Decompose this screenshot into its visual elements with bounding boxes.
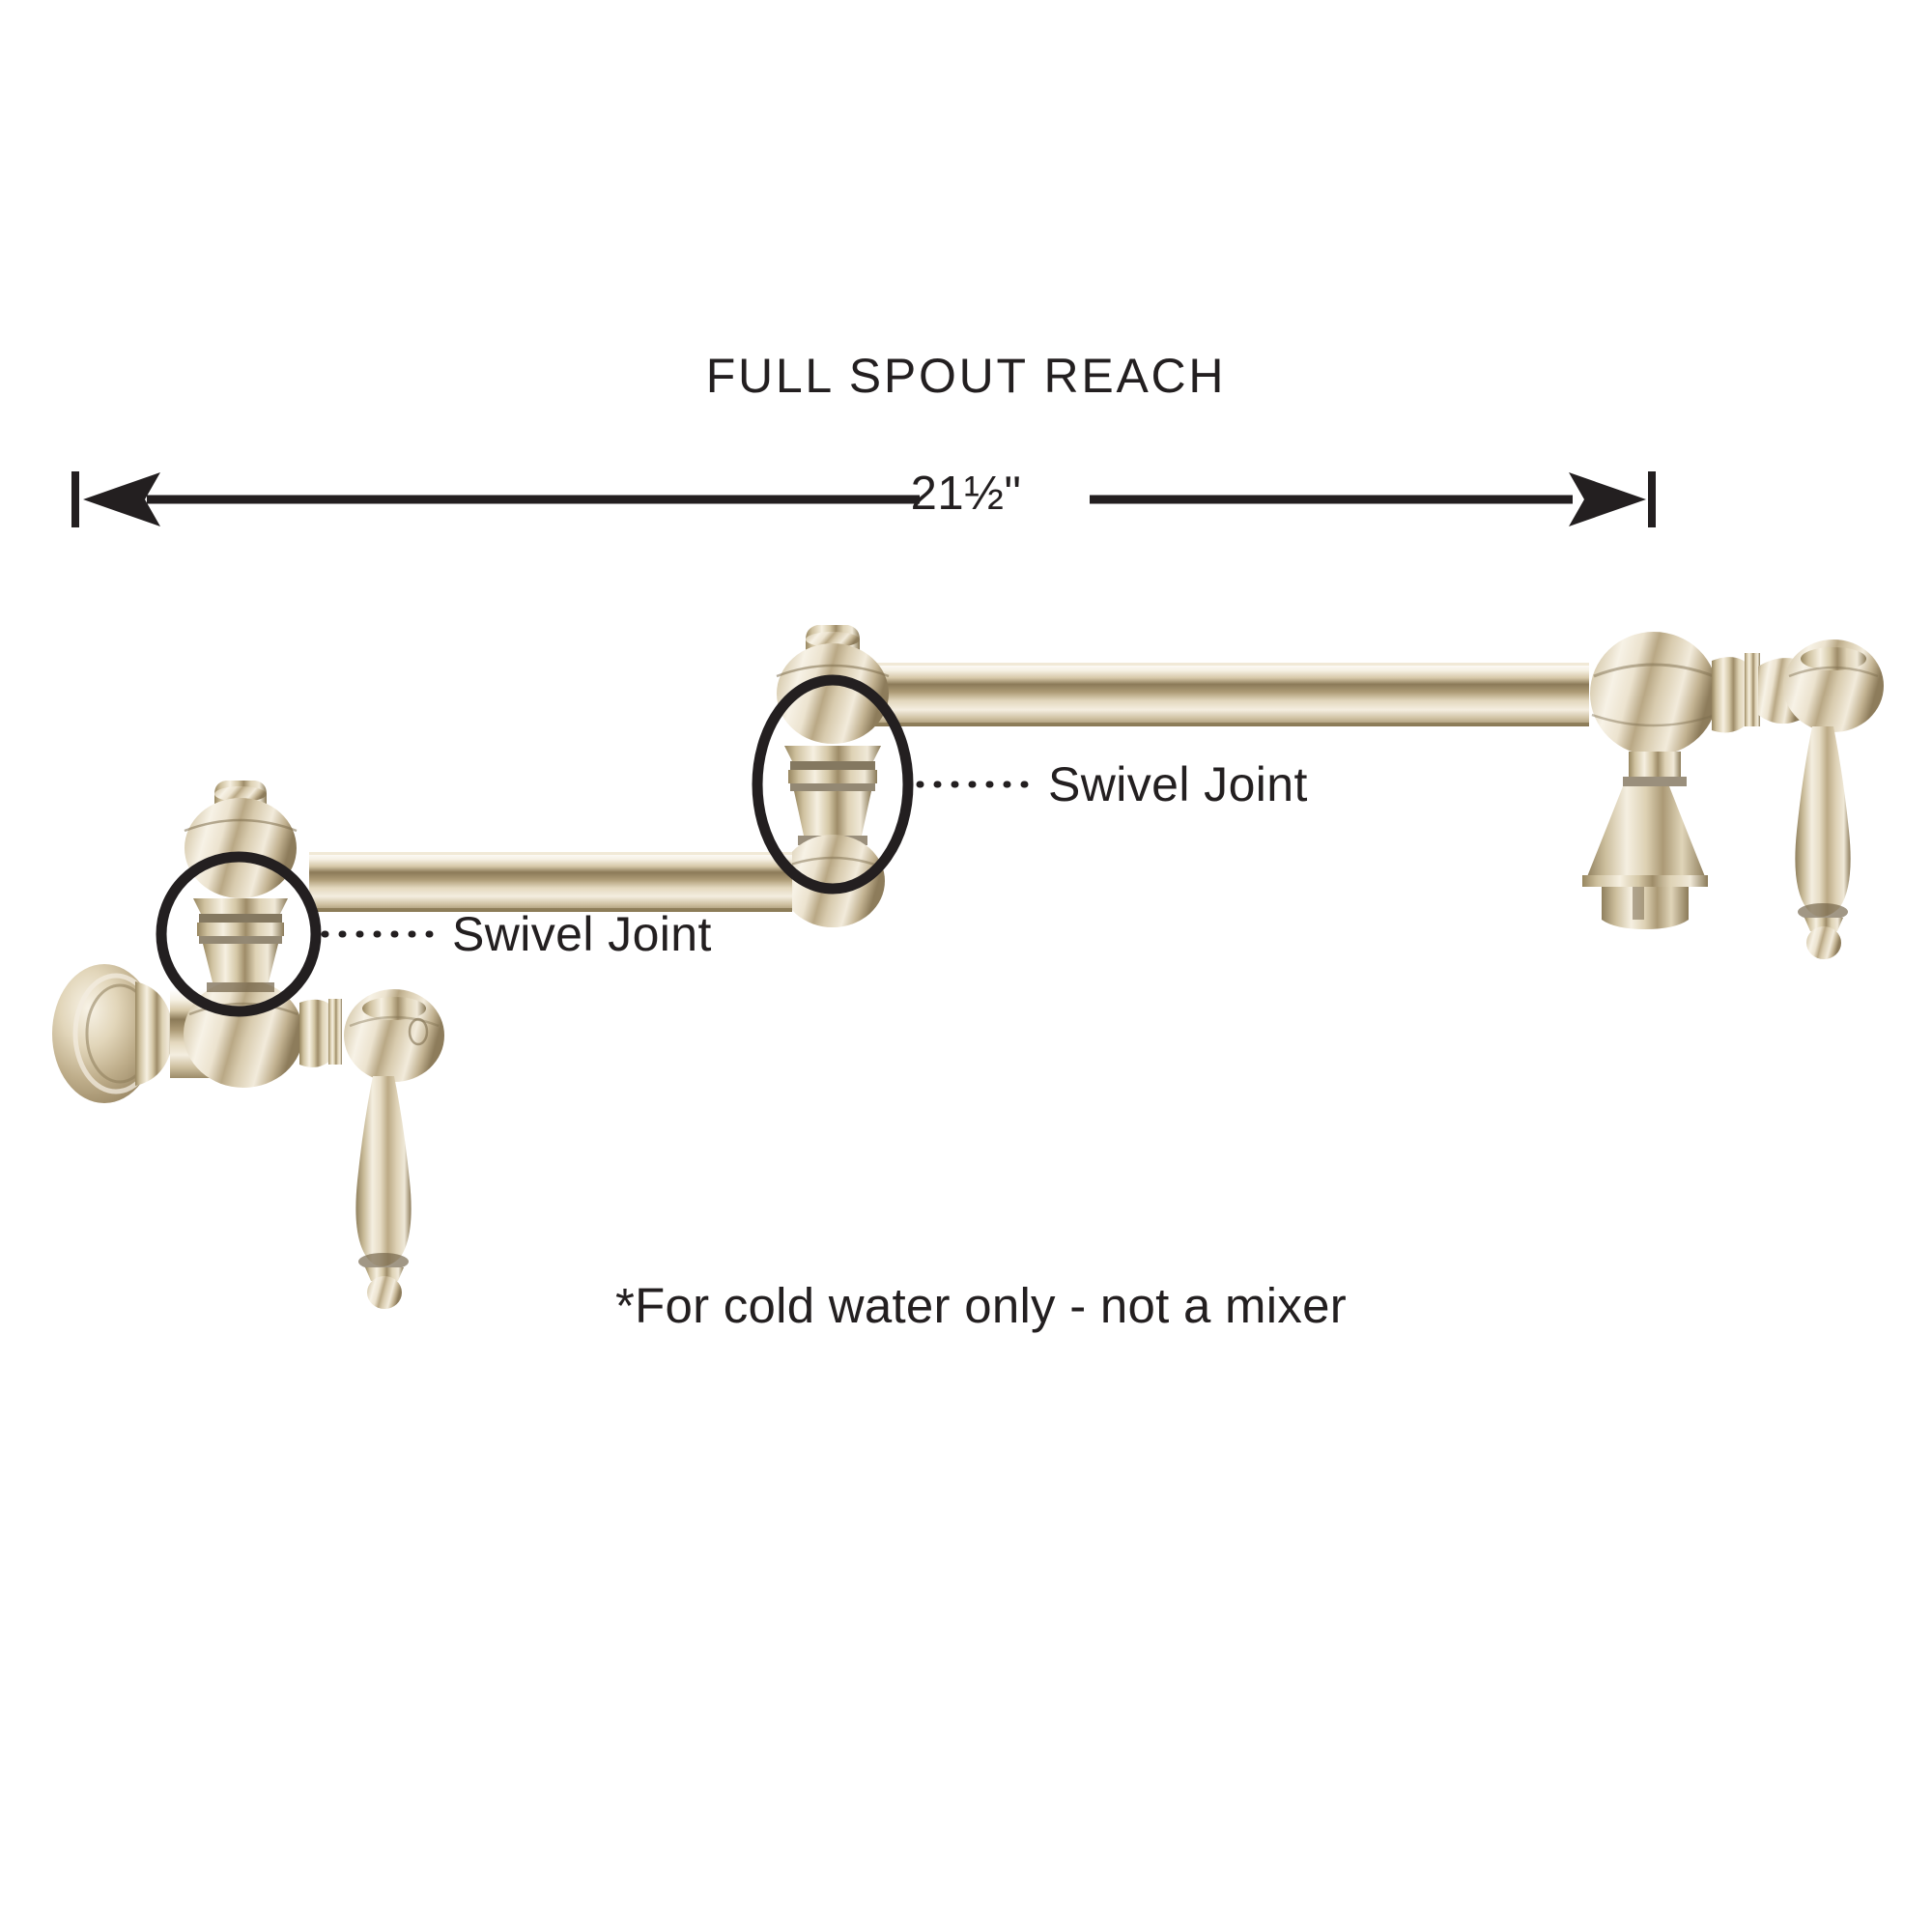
callout-label-swivel-joint-lower: Swivel Joint [452, 907, 712, 961]
dimension-value-label: 21½" [910, 468, 1022, 520]
faucet-extended-arm [309, 625, 1884, 959]
arm-tube-lower-segment [309, 852, 792, 912]
swivel-joint-lower-assembly [184, 781, 298, 992]
arrow-right-icon [1569, 472, 1646, 526]
swivel-joint-upper-circle-icon [752, 674, 914, 895]
swivel-joint-upper-assembly [776, 625, 890, 927]
page-title: FULL SPOUT REACH [705, 349, 1227, 403]
wall-escutcheon [52, 964, 174, 1103]
handle-lower [344, 989, 444, 1309]
arrow-left-icon [83, 472, 160, 526]
swivel-joint-lower-circle-icon [156, 851, 322, 1017]
spout-end-assembly [1582, 632, 1884, 959]
footnote-text: *For cold water only - not a mixer [615, 1278, 1347, 1333]
callout-label-swivel-joint-upper: Swivel Joint [1048, 757, 1308, 811]
spout-tube-upper [874, 663, 1589, 726]
